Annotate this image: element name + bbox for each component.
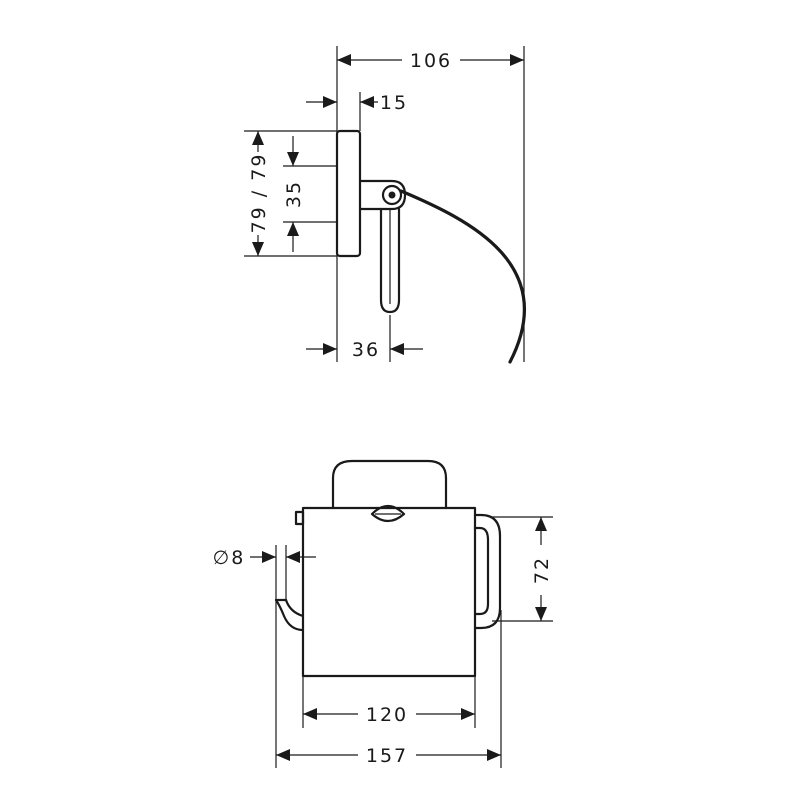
dim-height-label: 79 / 79 — [248, 153, 270, 234]
right-handle — [473, 513, 502, 630]
dim-diameter-label: ∅8 — [213, 547, 246, 569]
wall-plate-side — [335, 129, 362, 258]
side-view: 106 15 79 / 79 35 — [244, 46, 526, 364]
dim-diameter: ∅8 — [213, 547, 316, 569]
cover-plate — [301, 506, 477, 678]
lid-curve — [399, 189, 526, 364]
dim-120: 120 — [303, 704, 475, 726]
dim-36: 36 — [306, 339, 423, 361]
dim-157: 157 — [276, 745, 501, 767]
dim-15-label: 15 — [380, 92, 408, 114]
lid-knob — [370, 504, 406, 523]
dim-35: 35 — [283, 136, 305, 252]
left-rod — [274, 598, 305, 632]
dim-15: 15 — [306, 92, 408, 131]
hinge-bracket — [358, 179, 407, 211]
hinge-pin — [388, 191, 396, 199]
roll-spindle — [379, 207, 401, 314]
dim-157-label: 157 — [366, 745, 408, 767]
hinge-pivot — [381, 184, 403, 206]
dim-106: 106 — [337, 50, 524, 72]
front-view: ∅8 72 120 157 — [213, 459, 553, 768]
dim-106-label: 106 — [410, 50, 452, 72]
dim-36-label: 36 — [352, 339, 380, 361]
dim-72: 72 — [531, 517, 553, 621]
left-peg — [294, 510, 305, 526]
wall-plate-front — [331, 459, 448, 510]
dim-120-label: 120 — [366, 704, 408, 726]
dim-35-label: 35 — [283, 180, 305, 208]
right-handle-inner — [473, 526, 490, 616]
dim-height: 79 / 79 — [248, 131, 270, 256]
dim-72-label: 72 — [531, 556, 553, 584]
